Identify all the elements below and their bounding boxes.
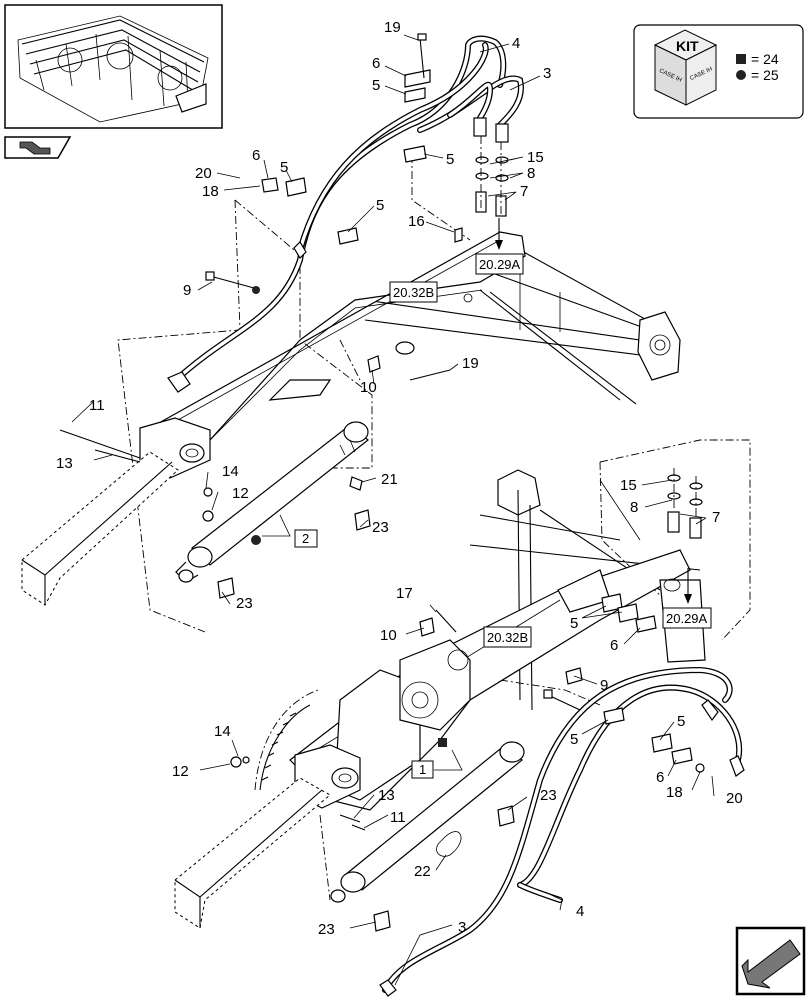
callout-19[interactable]: 19 — [384, 19, 401, 36]
callout-13[interactable]: 13 — [378, 787, 395, 804]
upper-lift-arm — [149, 231, 526, 456]
callout-11[interactable]: 11 — [390, 809, 406, 826]
lower-toothed-sector — [254, 689, 319, 791]
callout-6[interactable]: 6 — [372, 55, 380, 72]
callout-23[interactable]: 23 — [540, 787, 557, 804]
kit-entry-square: = 24 — [751, 51, 779, 67]
lower-hoses — [379, 666, 745, 997]
callout-22[interactable]: 22 — [414, 863, 431, 880]
header-overview-image — [17, 15, 209, 123]
callout-7[interactable]: 7 — [520, 183, 528, 200]
callout-8[interactable]: 8 — [527, 165, 535, 182]
item-box-lower-cylinder-label: 1 — [419, 762, 426, 777]
lower-assembly: 20.29A 20.32B 1 — [174, 439, 751, 997]
callout-10[interactable]: 10 — [360, 379, 377, 396]
callout-15[interactable]: 15 — [620, 477, 637, 494]
callout-17[interactable]: 17 — [396, 585, 413, 602]
kit-legend: KIT CASE IH CASE IH = 24 = 25 — [633, 24, 804, 119]
callout-12[interactable]: 12 — [232, 485, 249, 502]
upper-hoses — [167, 35, 524, 393]
kit-box-icon: KIT CASE IH CASE IH — [653, 29, 718, 106]
callout-7[interactable]: 7 — [712, 509, 720, 526]
ref-box-upper-top[interactable]: 20.29A — [475, 253, 524, 275]
lower-clamps — [230, 593, 705, 932]
callout-11[interactable]: 11 — [89, 397, 105, 414]
lower-fittings — [667, 468, 703, 604]
callout-9[interactable]: 9 — [183, 282, 191, 299]
callout-8[interactable]: 8 — [630, 499, 638, 516]
callout-23[interactable]: 23 — [372, 519, 389, 536]
callout-5[interactable]: 5 — [570, 731, 578, 748]
ref-box-lower-frame-label: 20.32B — [487, 630, 528, 645]
callout-13[interactable]: 13 — [56, 455, 73, 472]
callout-19[interactable]: 19 — [462, 355, 479, 372]
lower-square-tube — [174, 777, 331, 929]
callout-10[interactable]: 10 — [380, 627, 397, 644]
callout-18[interactable]: 18 — [202, 183, 219, 200]
callout-23[interactable]: 23 — [236, 595, 253, 612]
callout-20[interactable]: 20 — [195, 165, 212, 182]
callout-16[interactable]: 16 — [408, 213, 425, 230]
callout-14[interactable]: 14 — [214, 723, 231, 740]
ref-box-upper-frame-label: 20.32B — [393, 285, 434, 300]
upper-assembly: 20.29A 20.32B 2 — [21, 33, 681, 633]
callout-18[interactable]: 18 — [666, 784, 683, 801]
item-box-upper-cylinder-label: 2 — [302, 531, 309, 546]
callout-6[interactable]: 6 — [252, 147, 260, 164]
callout-9[interactable]: 9 — [600, 677, 608, 694]
item-box-lower-cylinder[interactable]: 1 — [411, 760, 434, 779]
callout-21[interactable]: 21 — [381, 471, 398, 488]
callout-15[interactable]: 15 — [527, 149, 544, 166]
callout-12[interactable]: 12 — [172, 763, 189, 780]
nav-back-icon[interactable] — [4, 136, 72, 159]
upper-clamps — [59, 33, 463, 599]
leader-lines — [71, 34, 715, 986]
callout-5[interactable]: 5 — [280, 159, 288, 176]
kit-square-symbol — [736, 54, 746, 64]
callout-3[interactable]: 3 — [543, 65, 551, 82]
callout-5[interactable]: 5 — [446, 151, 454, 168]
lower-pivot-plate — [399, 639, 471, 731]
lower-cylinder — [330, 738, 525, 903]
ref-box-lower-top-label: 20.29A — [666, 611, 708, 626]
callout-5[interactable]: 5 — [677, 713, 685, 730]
ref-box-upper-top-label: 20.29A — [479, 257, 521, 272]
ref-box-lower-top[interactable]: 20.29A — [662, 607, 712, 629]
ref-box-upper-frame[interactable]: 20.32B — [389, 281, 438, 303]
callout-4[interactable]: 4 — [576, 903, 584, 920]
item-box-upper-cylinder[interactable]: 2 — [294, 529, 318, 548]
callout-4[interactable]: 4 — [512, 35, 520, 52]
upper-flange-plate — [637, 311, 681, 381]
upper-fittings — [473, 117, 509, 250]
nav-next-page-icon[interactable] — [735, 926, 806, 996]
callout-6[interactable]: 6 — [656, 769, 664, 786]
callout-3[interactable]: 3 — [458, 919, 466, 936]
header-thumbnail — [4, 4, 223, 129]
ref-box-lower-frame[interactable]: 20.32B — [483, 626, 532, 648]
kit-entry-circle: = 25 — [751, 67, 779, 83]
callout-14[interactable]: 14 — [222, 463, 239, 480]
kit-circle-symbol — [736, 70, 746, 80]
callout-5[interactable]: 5 — [372, 77, 380, 94]
upper-square-tube — [21, 451, 179, 606]
callouts: 19 4 6 3 5 5 15 8 7 20 6 5 18 5 16 9 19 … — [56, 19, 743, 938]
callout-5[interactable]: 5 — [570, 615, 578, 632]
callout-20[interactable]: 20 — [726, 790, 743, 807]
callout-5[interactable]: 5 — [376, 197, 384, 214]
callout-6[interactable]: 6 — [610, 637, 618, 654]
kit-label: KIT — [676, 38, 699, 54]
callout-23[interactable]: 23 — [318, 921, 335, 938]
upper-cylinder — [175, 421, 369, 583]
